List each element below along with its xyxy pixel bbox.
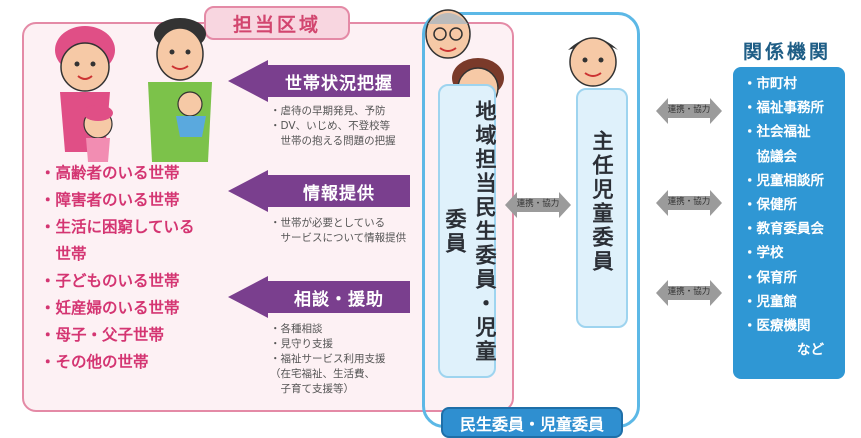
- chief-commissioner-icon: [568, 37, 618, 87]
- activity-desc-line: 子育て支援等）: [270, 383, 354, 395]
- target-household-list: ・高齢者のいる世帯 ・障害者のいる世帯 ・生活に困窮している 世帯 ・子どものい…: [40, 160, 240, 376]
- regional-commissioner-label: 地域担当民生委員・児童委員: [443, 100, 497, 364]
- activity-desc-information: ・世帯が必要としている サービスについて情報提供: [270, 216, 430, 246]
- activity-desc-line: ・虐待の早期発見、予防: [270, 105, 386, 117]
- agency-item: ・市町村: [743, 76, 797, 92]
- chief-commissioner-panel: 主任児童委員: [576, 88, 628, 328]
- senior-commissioner-icon: [425, 9, 471, 59]
- cooperation-label: 連携・協力: [667, 105, 711, 115]
- cooperation-arrow-agency-3: 連携・協力: [656, 278, 722, 308]
- activity-desc-line: ・世帯が必要としている: [270, 217, 386, 229]
- activity-label: 情報提供: [303, 183, 375, 204]
- agency-item: ・学校: [743, 245, 784, 262]
- cooperation-arrow-agency-1: 連携・協力: [656, 96, 722, 126]
- target-household: ・その他の世帯: [40, 353, 149, 371]
- agencies-list: ・市町村 ・福祉事務所 ・社会福祉 協議会 ・児童相談所 ・保健所 ・教育委員会…: [743, 72, 843, 362]
- family-illustration: [55, 18, 212, 162]
- cooperation-label: 連携・協力: [667, 287, 711, 297]
- activity-desc-consultation: ・各種相談 ・見守り支援 ・福祉サービス利用支援 （在宅福祉、生活費、 子育て支…: [270, 322, 430, 397]
- activity-desc-line: ・福祉サービス利用支援: [270, 353, 386, 365]
- activity-desc-line: ・各種相談: [270, 323, 323, 335]
- cooperation-arrow-center: 連携・協力: [505, 190, 571, 220]
- agency-item: ・教育委員会: [743, 221, 824, 238]
- target-household: ・障害者のいる世帯: [40, 191, 180, 209]
- agency-item: ・医療機関: [743, 318, 811, 335]
- target-household: ・母子・父子世帯: [40, 326, 165, 344]
- activity-desc-line: ・見守り支援: [270, 338, 333, 350]
- activity-desc-line: サービスについて情報提供: [270, 232, 407, 244]
- agency-item: ・保健所: [743, 197, 797, 214]
- cooperation-arrow-agency-2: 連携・協力: [656, 188, 722, 218]
- activity-label: 世帯状況把握: [285, 73, 393, 94]
- agency-item: 協議会: [743, 148, 797, 165]
- cooperation-label: 連携・協力: [667, 197, 711, 207]
- target-household: ・高齢者のいる世帯: [40, 164, 180, 182]
- service-area-title: 担当区域: [204, 6, 350, 40]
- activity-arrow-consultation: 相談・援助: [228, 276, 410, 318]
- agencies-box: [733, 67, 845, 379]
- agency-item: ・福祉事務所: [743, 100, 824, 117]
- agency-item: ・児童相談所: [743, 172, 824, 189]
- activity-desc-line: ・DV、いじめ、不登校等: [270, 120, 391, 132]
- agency-item: ・保育所: [743, 269, 797, 286]
- regional-commissioner-panel: 地域担当民生委員・児童委員: [438, 84, 497, 378]
- target-household: ・妊産婦のいる世帯: [40, 299, 180, 317]
- activity-label: 相談・援助: [294, 289, 384, 310]
- cooperation-label: 連携・協力: [516, 199, 560, 209]
- target-household: ・生活に困窮している: [40, 218, 195, 236]
- agency-item: ・児童館: [743, 293, 797, 310]
- activity-desc-line: 世帯の抱える問題の把握: [270, 135, 396, 147]
- agencies-title: 関係機関: [742, 40, 831, 63]
- agency-item: ・社会福祉: [743, 124, 811, 141]
- activity-desc-line: （在宅福祉、生活費、: [270, 368, 375, 380]
- chief-commissioner-label: 主任児童委員: [590, 130, 614, 274]
- activity-desc-household-status: ・虐待の早期発見、予防 ・DV、いじめ、不登校等 世帯の抱える問題の把握: [270, 104, 430, 149]
- agency-item: など: [743, 342, 824, 359]
- activity-arrow-household-status: 世帯状況把握: [228, 60, 410, 102]
- target-household: 世帯: [40, 245, 87, 263]
- target-household: ・子どものいる世帯: [40, 272, 180, 290]
- activity-arrow-information: 情報提供: [228, 170, 410, 212]
- commissioner-footer-label: 民生委員・児童委員: [441, 407, 623, 438]
